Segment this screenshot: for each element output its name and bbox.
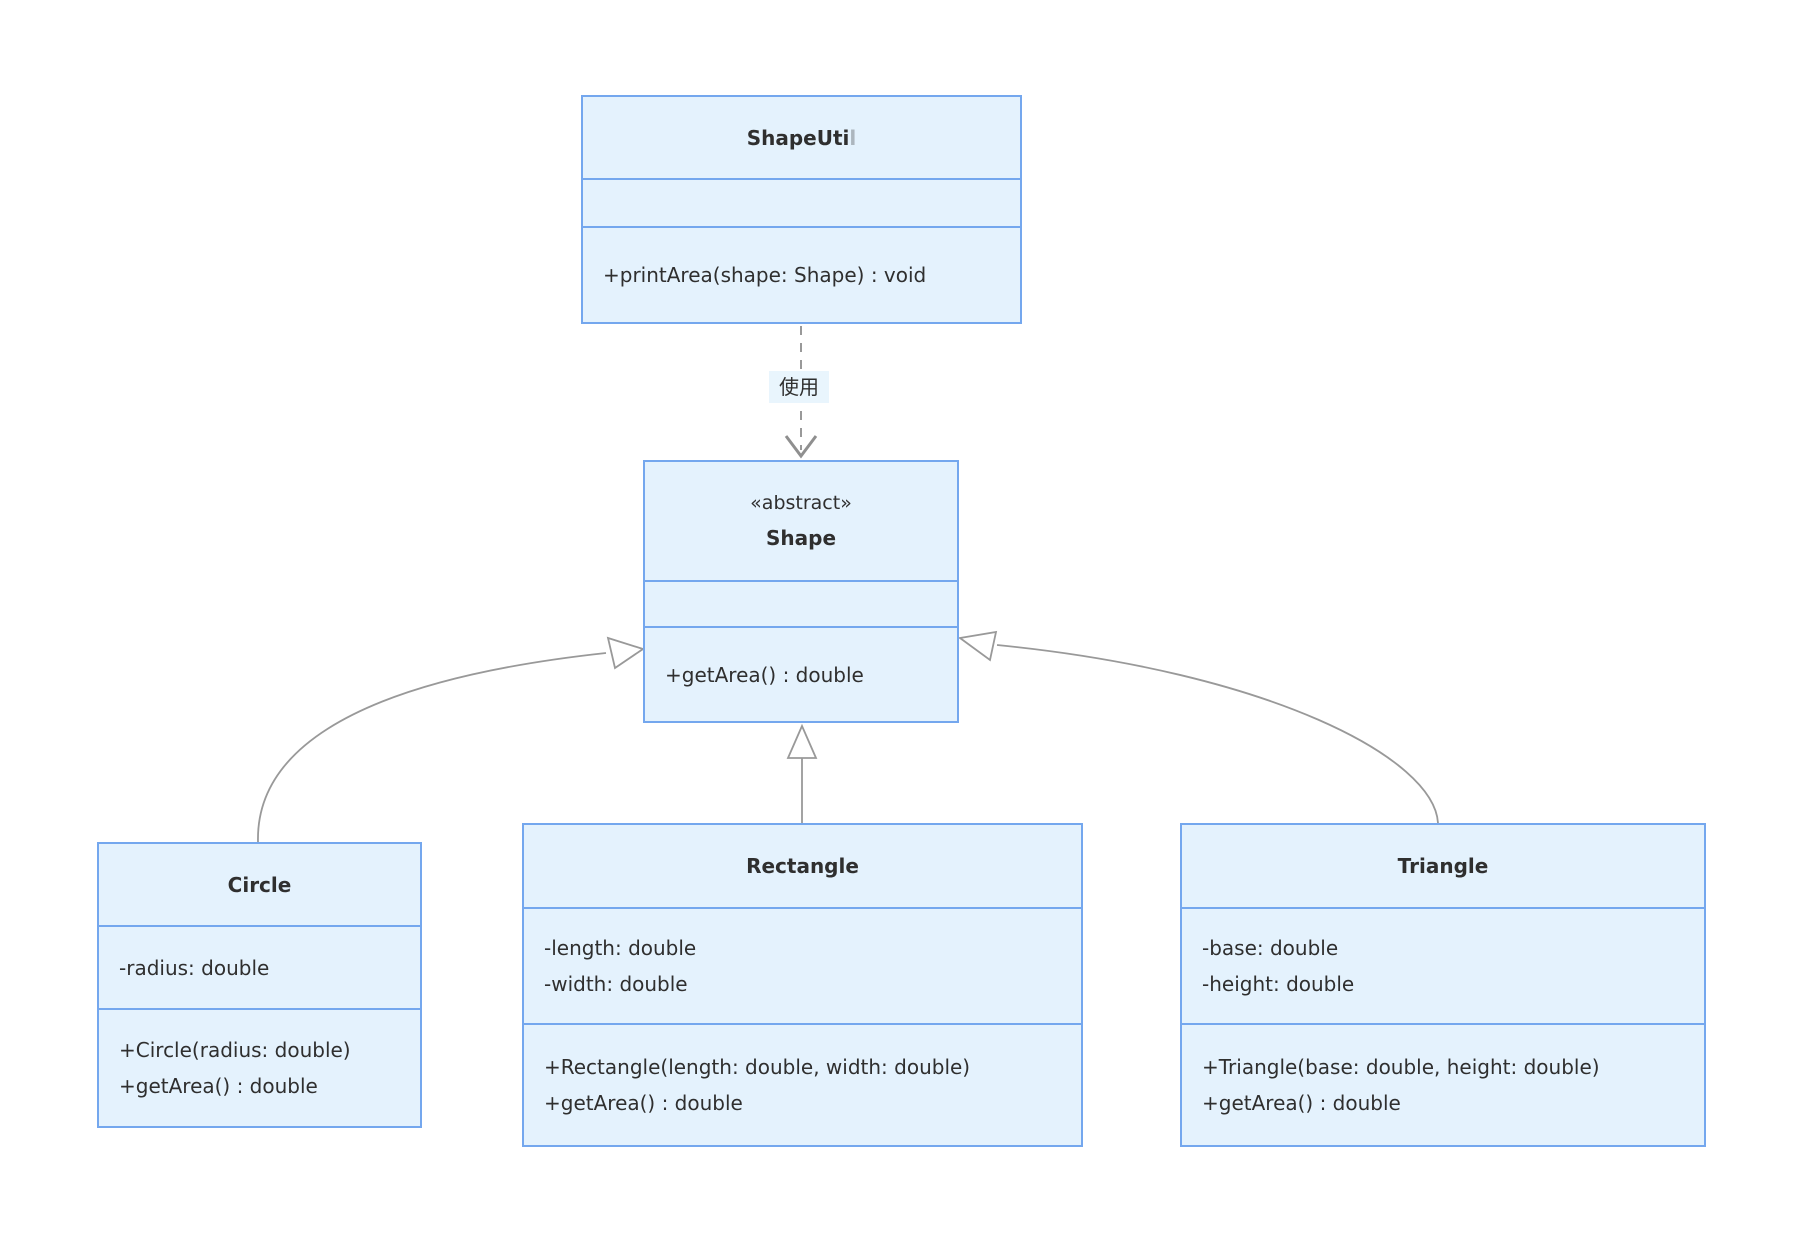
class-rectangle-attributes: -length: double -width: double (524, 907, 1081, 1023)
attribute-row: -radius: double (119, 955, 270, 980)
attribute-row: -height: double (1202, 972, 1355, 996)
class-shape-title: «abstract» Shape (645, 462, 957, 580)
method-row: +getArea() : double (544, 1091, 743, 1115)
class-circle-methods: +Circle(radius: double) +getArea() : dou… (99, 1008, 420, 1126)
class-circle: Circle -radius: double +Circle(radius: d… (97, 842, 422, 1128)
dependency-edge-label: 使用 (769, 371, 829, 403)
class-shape-attributes (645, 580, 957, 626)
class-shapeutil: ShapeUtil +printArea(shape: Shape) : voi… (581, 95, 1022, 324)
class-shape-methods: +getArea() : double (645, 626, 957, 721)
class-triangle-name: Triangle (1397, 854, 1489, 878)
attribute-row: -width: double (544, 972, 688, 996)
attribute-row: -length: double (544, 936, 697, 960)
method-row: +getArea() : double (1202, 1091, 1401, 1115)
class-shape: «abstract» Shape +getArea() : double (643, 460, 959, 723)
class-rectangle-title: Rectangle (524, 825, 1081, 907)
inheritance-arrowhead-triangle (957, 630, 998, 662)
class-rectangle-name: Rectangle (746, 854, 859, 878)
method-row: +Triangle(base: double, height: double) (1202, 1055, 1600, 1079)
inheritance-arrowhead-rectangle (786, 723, 818, 759)
class-triangle-attributes: -base: double -height: double (1182, 907, 1704, 1023)
method-row: +getArea() : double (119, 1074, 318, 1098)
class-circle-attributes: -radius: double (99, 925, 420, 1008)
attribute-row: -base: double (1202, 936, 1339, 960)
class-triangle-methods: +Triangle(base: double, height: double) … (1182, 1023, 1704, 1145)
class-triangle-title: Triangle (1182, 825, 1704, 907)
class-rectangle-methods: +Rectangle(length: double, width: double… (524, 1023, 1081, 1145)
inheritance-edge-triangle-shape (996, 644, 1439, 824)
method-row: +printArea(shape: Shape) : void (603, 263, 927, 287)
inheritance-edge-circle-shape (257, 652, 607, 843)
class-circle-title: Circle (99, 844, 420, 925)
class-shapeutil-methods: +printArea(shape: Shape) : void (583, 226, 1020, 322)
class-shape-stereotype: «abstract» (750, 492, 852, 514)
class-triangle: Triangle -base: double -height: double +… (1180, 823, 1706, 1147)
method-row: +Circle(radius: double) (119, 1038, 351, 1062)
inheritance-arrowhead-circle (606, 636, 646, 670)
method-row: +Rectangle(length: double, width: double… (544, 1055, 971, 1079)
class-rectangle: Rectangle -length: double -width: double… (522, 823, 1083, 1147)
method-row: +getArea() : double (665, 662, 864, 687)
class-shape-name: Shape (765, 526, 837, 550)
class-shapeutil-attributes (583, 178, 1020, 226)
class-shapeutil-title: ShapeUtil (583, 97, 1020, 178)
class-circle-name: Circle (227, 872, 292, 897)
class-shapeutil-name: ShapeUti (746, 125, 850, 150)
dependency-open-arrowhead (784, 435, 818, 459)
class-shapeutil-name-clipped: l (849, 125, 857, 150)
